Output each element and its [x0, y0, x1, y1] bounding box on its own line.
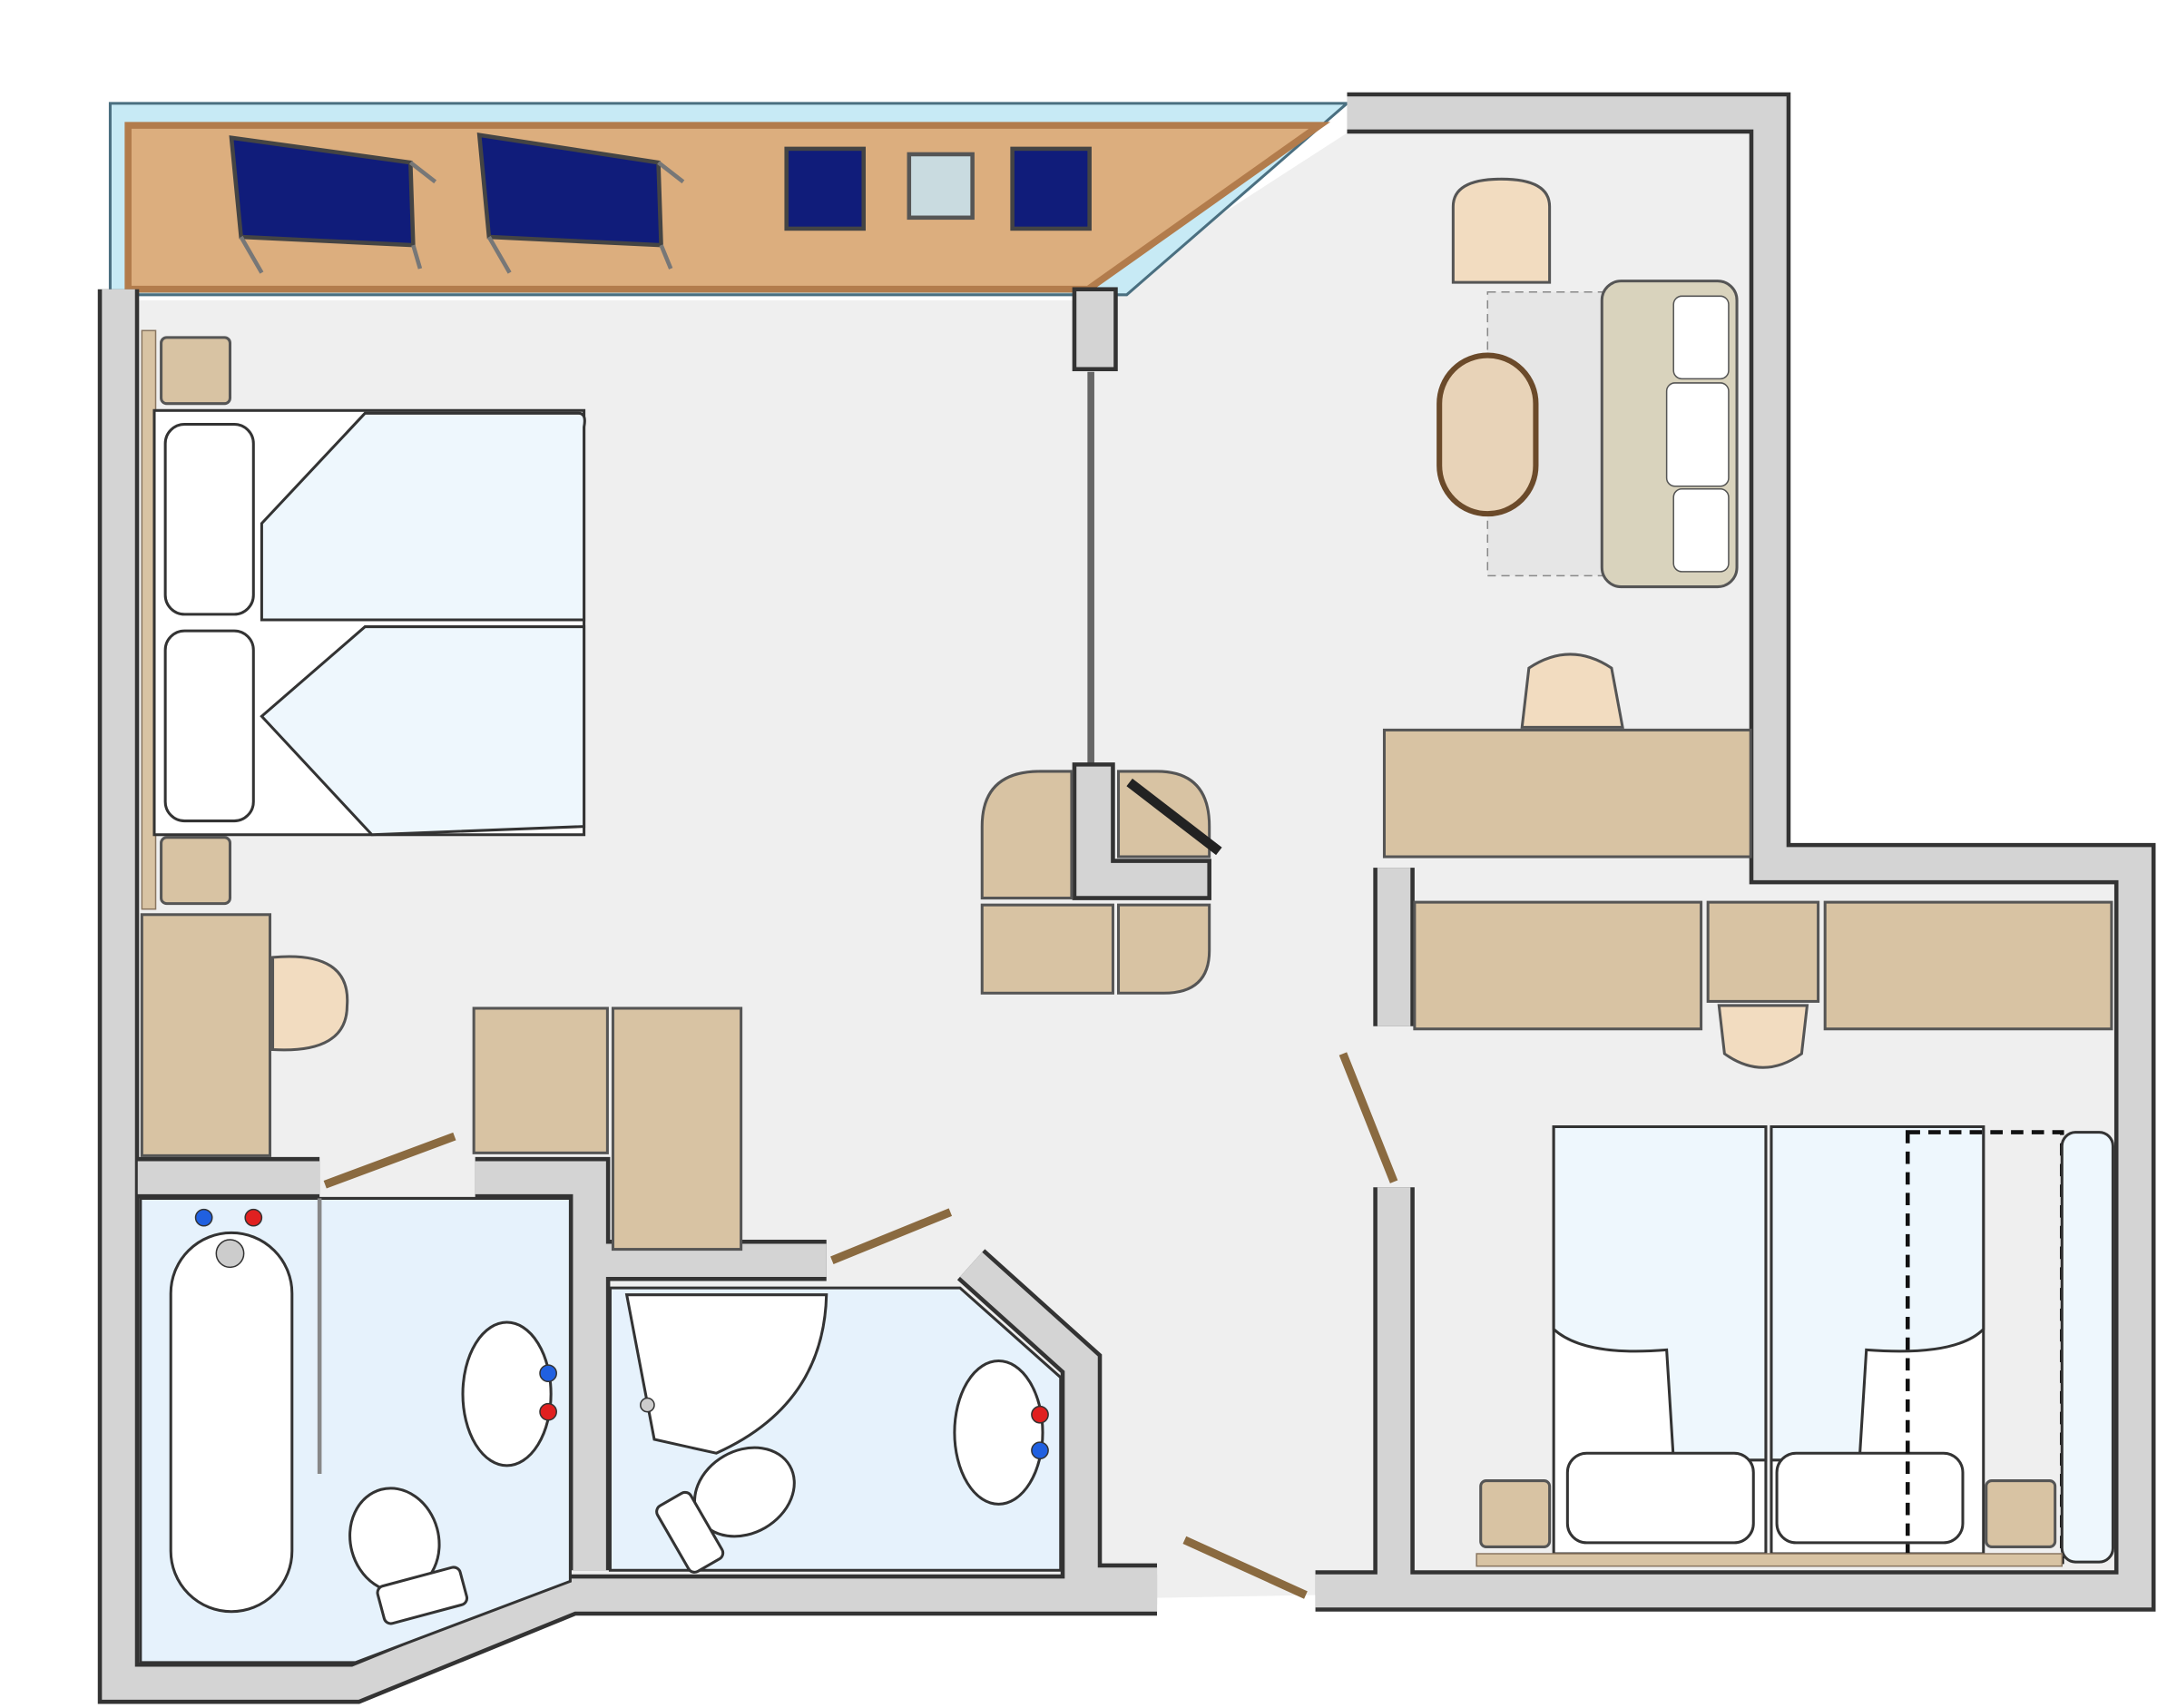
tap-hot-icon	[1031, 1405, 1049, 1424]
sun-lounger	[476, 133, 685, 274]
shower-tray	[624, 1293, 828, 1455]
bathtub-drain	[215, 1239, 245, 1269]
sink	[953, 1360, 1044, 1506]
armchair	[1451, 177, 1552, 284]
double-bed	[152, 408, 586, 837]
nightstand	[160, 336, 232, 406]
nightstand	[1985, 1479, 2057, 1548]
desk	[140, 913, 272, 1157]
wardrobe	[472, 1006, 609, 1154]
nightstand	[160, 836, 232, 906]
desk-chair	[1520, 653, 1624, 729]
nightstand	[1479, 1479, 1552, 1548]
balcony	[108, 102, 1351, 297]
desk-chair	[1717, 1004, 1809, 1069]
desk	[1706, 900, 1820, 1003]
balcony-chair	[784, 146, 866, 231]
tap-cold-icon	[1031, 1441, 1049, 1460]
tv	[1126, 778, 1222, 856]
column	[1072, 762, 1211, 900]
armchair	[271, 955, 349, 1052]
sink	[461, 1320, 553, 1468]
door[interactable]	[323, 1132, 456, 1189]
shower-drain	[640, 1397, 655, 1413]
wardrobe	[1413, 900, 1703, 1031]
pillow	[163, 629, 255, 823]
coffee-table	[1436, 352, 1539, 517]
toilet	[655, 1446, 796, 1574]
twin-bed	[1770, 1124, 1985, 1556]
sofa-cushion	[1665, 382, 1730, 487]
tap-cold-icon	[194, 1208, 213, 1227]
sun-lounger	[229, 135, 437, 274]
sofa-cushion	[1672, 488, 1730, 573]
wardrobe	[611, 1006, 743, 1252]
tap-cold-icon	[539, 1364, 557, 1383]
door[interactable]	[1338, 1052, 1398, 1183]
corner-cabinet	[980, 770, 1211, 995]
bathtub	[169, 1231, 294, 1614]
headboard	[1476, 1553, 2064, 1567]
column	[1072, 287, 1118, 372]
sofa-cushion	[1672, 295, 1730, 380]
toilet	[348, 1487, 469, 1625]
desk	[1382, 728, 1752, 859]
wardrobe	[1823, 900, 2113, 1031]
entrance-door[interactable]	[1182, 1536, 1308, 1599]
balcony-table	[907, 152, 975, 221]
pillow	[1775, 1451, 1965, 1545]
tap-hot-icon	[539, 1402, 557, 1421]
tap-hot-icon	[244, 1208, 263, 1227]
pillow	[1565, 1451, 1755, 1545]
twin-bed	[1552, 1124, 1768, 1556]
folding-bed	[2060, 1131, 2114, 1564]
balcony-chair	[1010, 146, 1092, 231]
pillow	[163, 422, 255, 616]
walls	[97, 92, 2156, 1704]
door[interactable]	[830, 1208, 953, 1264]
